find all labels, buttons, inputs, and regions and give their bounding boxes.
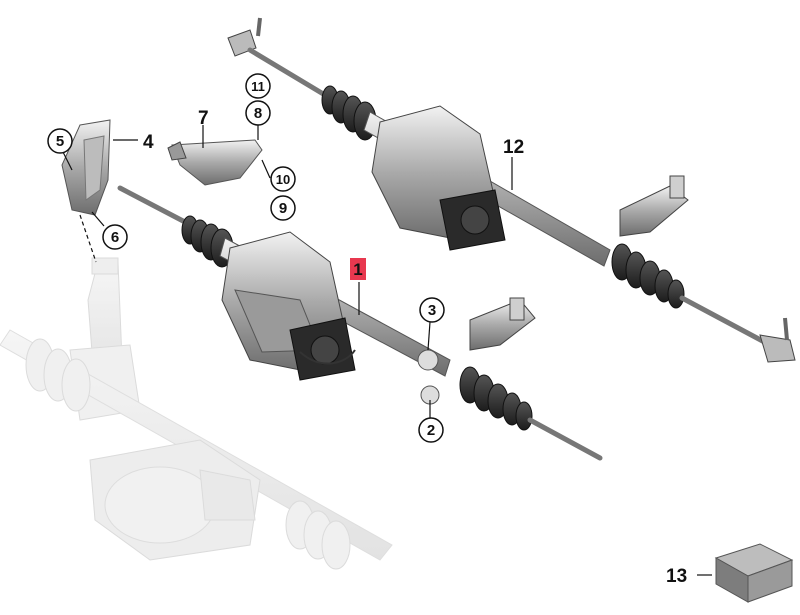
callout-5-label: 5 xyxy=(56,133,64,150)
callout-4-label: 4 xyxy=(143,132,154,153)
callout-8-label: 8 xyxy=(254,105,262,122)
callout-6-label: 6 xyxy=(111,229,119,246)
callout-4[interactable]: 4 xyxy=(143,132,154,153)
callout-12[interactable]: 12 xyxy=(503,137,524,158)
callout-13[interactable]: 13 xyxy=(666,566,687,587)
bracket xyxy=(167,139,263,186)
steering-rack-main xyxy=(117,185,603,461)
parts-box xyxy=(714,543,794,603)
callout-2[interactable]: 2 xyxy=(418,417,444,443)
callout-10-label: 10 xyxy=(276,172,290,187)
callout-11-label: 11 xyxy=(251,79,265,94)
callout-3-label: 3 xyxy=(428,302,436,319)
callout-9-label: 9 xyxy=(279,200,287,217)
callout-10[interactable]: 10 xyxy=(270,166,296,192)
callout-7[interactable]: 7 xyxy=(198,108,209,129)
callout-8[interactable]: 8 xyxy=(245,100,271,126)
callout-6[interactable]: 6 xyxy=(102,224,128,250)
callout-12-label: 12 xyxy=(503,137,524,158)
heat-shield xyxy=(61,119,111,216)
steering-rack-complete xyxy=(227,17,796,363)
callout-11[interactable]: 11 xyxy=(245,73,271,99)
callout-3[interactable]: 3 xyxy=(419,297,445,323)
ghost-steering-assembly xyxy=(0,257,393,570)
callout-1[interactable]: 1 xyxy=(350,258,366,280)
callout-9[interactable]: 9 xyxy=(270,195,296,221)
callout-1-label: 1 xyxy=(353,260,362,279)
leader-lines xyxy=(61,123,712,576)
callout-5[interactable]: 5 xyxy=(47,128,73,154)
callout-2-label: 2 xyxy=(427,422,435,439)
callout-7-label: 7 xyxy=(198,108,209,129)
callout-13-label: 13 xyxy=(666,566,687,587)
